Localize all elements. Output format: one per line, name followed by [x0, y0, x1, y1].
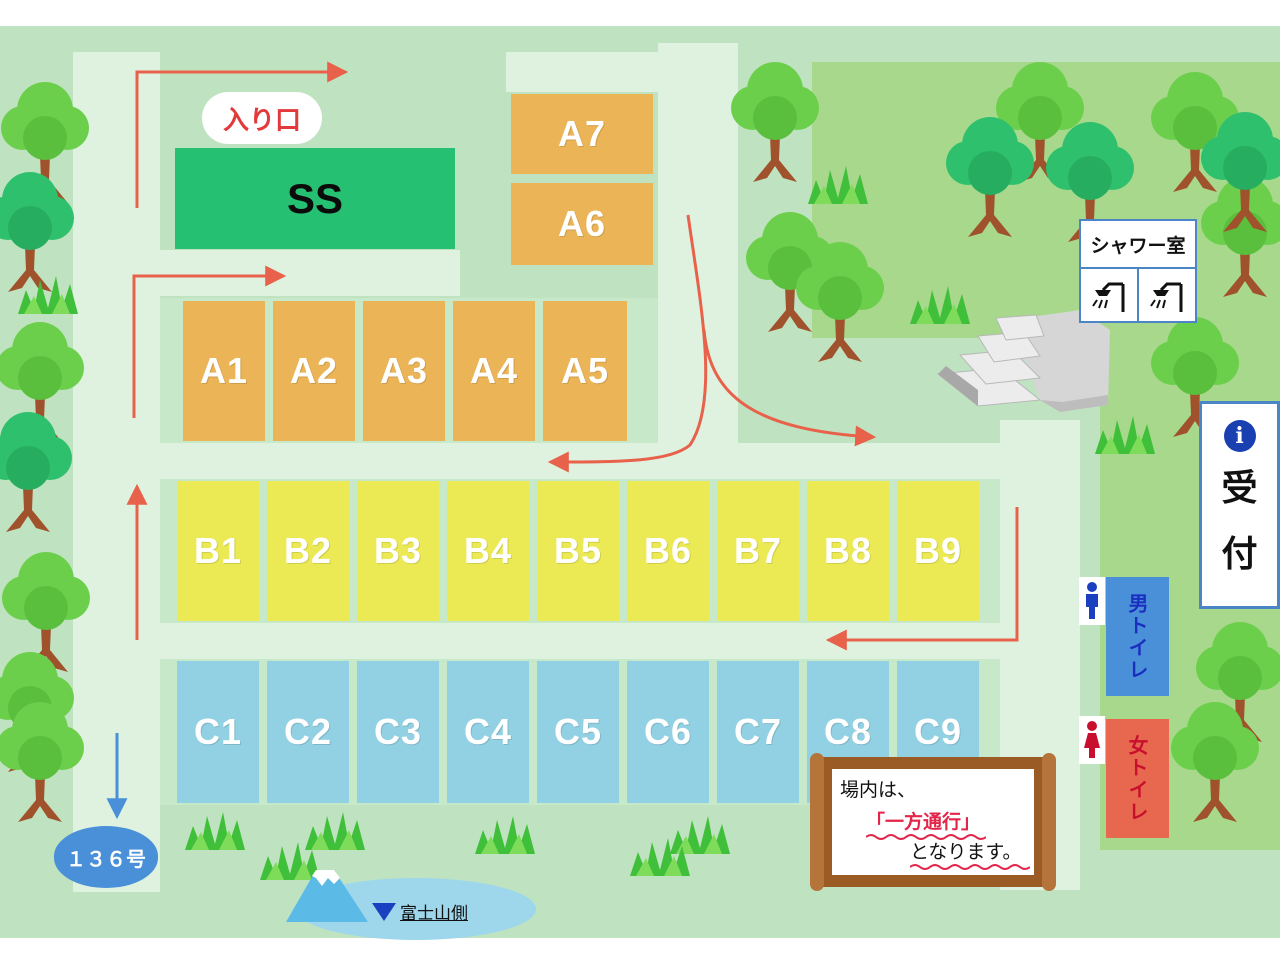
road-top-block [160, 250, 460, 296]
arrow-a-row [132, 265, 287, 418]
arrow-left-turn [547, 214, 708, 473]
down-triangle-icon [372, 902, 396, 921]
reception-char-2: 付 [1221, 534, 1258, 575]
shower-room-sign: シャワー室 [1079, 219, 1197, 323]
notice-underline [866, 834, 986, 840]
mens-toilet-icon [1079, 577, 1105, 625]
arrow-entrance [135, 61, 349, 208]
site-a7[interactable]: A7 [511, 94, 653, 174]
fuji-side-text: 富士山側 [400, 904, 468, 924]
entrance-text: 入り口 [222, 105, 301, 136]
site-b6[interactable]: B6 [627, 481, 709, 621]
site-a1[interactable]: A1 [183, 301, 265, 441]
notice-underline [910, 864, 1030, 870]
site-b3[interactable]: B3 [357, 481, 439, 621]
site-a2[interactable]: A2 [273, 301, 355, 441]
notice-line-1: 場内は、 [840, 779, 917, 801]
road-a7-top [506, 52, 658, 92]
site-b5[interactable]: B5 [537, 481, 619, 621]
womens-toilet-label: 女トイレ [1125, 734, 1149, 823]
reception-char-1: 受 [1221, 468, 1258, 509]
info-icon: i [1223, 420, 1256, 452]
fuji-side-label: 富士山側 [372, 899, 468, 924]
site-b1[interactable]: B1 [177, 481, 259, 621]
ss-label: SS [286, 174, 344, 222]
site-c5[interactable]: C5 [537, 661, 619, 803]
site-b7[interactable]: B7 [717, 481, 799, 621]
entrance-label: 入り口 [202, 92, 322, 144]
site-a3[interactable]: A3 [363, 301, 445, 441]
route-136-label: １３６号 [54, 826, 158, 888]
womens-toilet: 女トイレ [1106, 719, 1169, 838]
site-c6[interactable]: C6 [627, 661, 709, 803]
site-b9[interactable]: B9 [897, 481, 979, 621]
route-136-text: １３６号 [66, 846, 146, 871]
ss-area: SS [175, 148, 455, 249]
site-b2[interactable]: B2 [267, 481, 349, 621]
site-b4[interactable]: B4 [447, 481, 529, 621]
mount-fuji-icon [286, 870, 368, 922]
reception-sign: i 受 付 [1199, 401, 1280, 609]
road-center-vertical [658, 43, 738, 445]
shower-icon [1137, 269, 1195, 323]
one-way-notice: 場内は、 「一方通行」 となります。 [810, 753, 1056, 893]
site-a5[interactable]: A5 [543, 301, 627, 441]
notice-line-2: 「一方通行」 [866, 811, 981, 833]
site-c2[interactable]: C2 [267, 661, 349, 803]
site-c7[interactable]: C7 [717, 661, 799, 803]
site-c4[interactable]: C4 [447, 661, 529, 803]
mens-toilet-label: 男トイレ [1125, 592, 1149, 681]
site-c1[interactable]: C1 [177, 661, 259, 803]
site-a6[interactable]: A6 [511, 183, 653, 265]
site-b8[interactable]: B8 [807, 481, 889, 621]
shower-icon [1081, 269, 1137, 323]
shower-room-title: シャワー室 [1081, 221, 1195, 269]
notice-line-3: となります。 [910, 841, 1022, 863]
mens-toilet: 男トイレ [1106, 577, 1169, 696]
womens-toilet-icon [1079, 716, 1105, 764]
arrow-right-turn [702, 329, 877, 447]
arrow-right-loop [825, 507, 1019, 651]
site-c3[interactable]: C3 [357, 661, 439, 803]
site-a4[interactable]: A4 [453, 301, 535, 441]
